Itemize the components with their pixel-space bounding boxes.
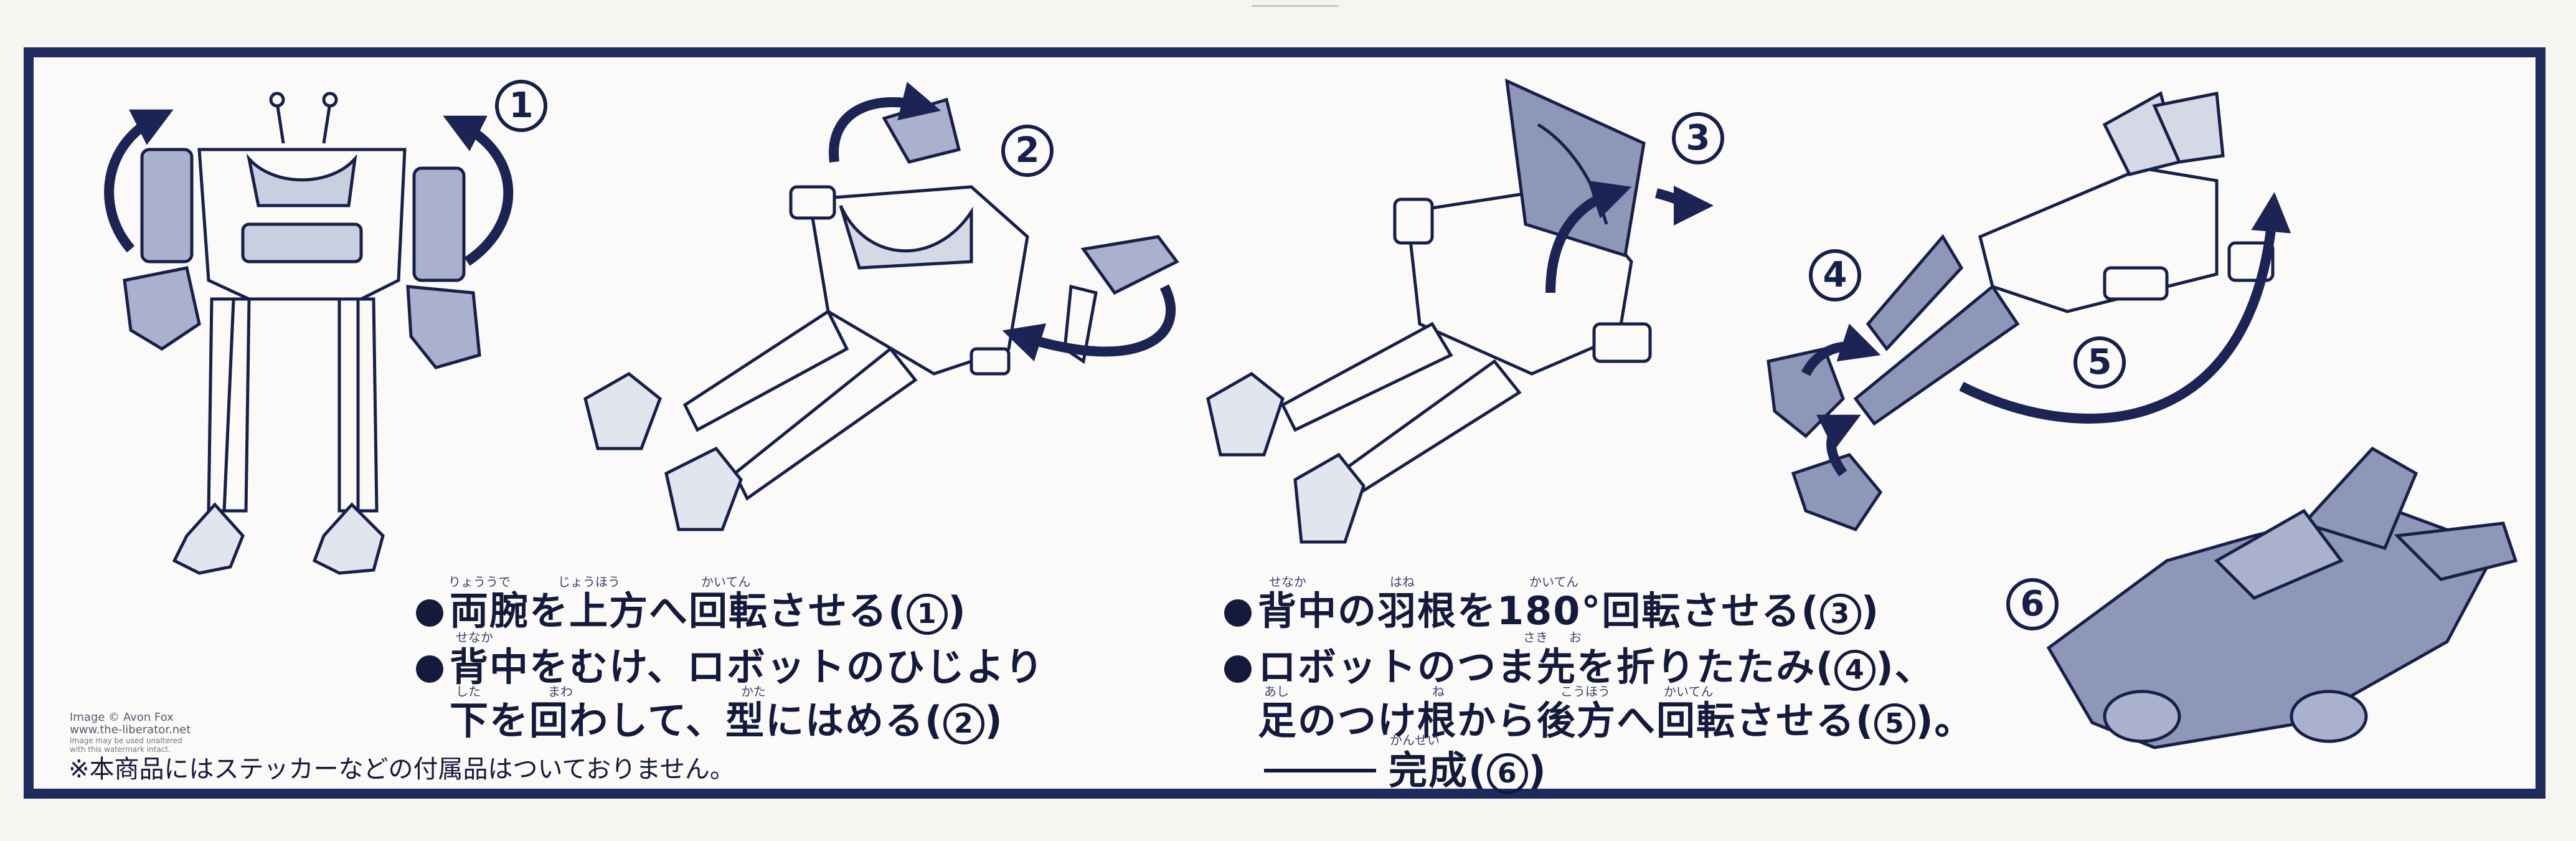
- ruby-senaka-right: せなか: [1269, 574, 1306, 589]
- ruby-kata: かた: [741, 684, 766, 699]
- step-2-marker: 2: [1001, 125, 1054, 177]
- ruby-o: お: [1569, 630, 1582, 645]
- image-credit: Image © Avon Fox www.the-liberator.net I…: [70, 711, 191, 754]
- bullet: [1224, 655, 1252, 683]
- bullet: [416, 655, 443, 683]
- step-ref: 4: [1834, 650, 1876, 691]
- rotate-wing-arrow: [1545, 180, 1714, 293]
- step-1-marker: 1: [495, 80, 547, 132]
- instruction-right-line-4: 完成(6): [1264, 739, 1547, 795]
- ruby-kaiten-right: かいてん: [1529, 574, 1579, 589]
- bullet: [1224, 599, 1252, 627]
- step-4-marker: 4: [1809, 249, 1861, 302]
- rotate-arms-arrows: [104, 109, 514, 266]
- robot-wing-rotate-figure: [1206, 78, 1652, 544]
- ruby-senaka-left: せなか: [456, 630, 493, 645]
- top-crop-mark: [1252, 0, 1339, 7]
- ruby-kaiten: かいてん: [701, 574, 751, 589]
- step-ref: 5: [1874, 703, 1916, 744]
- ruby-hane: はね: [1390, 574, 1415, 589]
- ruby-kaiten-right-2: かいてん: [1664, 684, 1714, 699]
- step-ref: 1: [907, 594, 948, 635]
- fold-arms-arrows: [829, 82, 1176, 362]
- bullet: [416, 599, 443, 627]
- ruby-mawa: まわ: [548, 684, 573, 699]
- ruby-saki: さき: [1523, 630, 1548, 645]
- completed-vehicle-figure: [2046, 446, 2518, 749]
- step-3-marker: 3: [1672, 112, 1724, 164]
- robot-back-fold-figure: [583, 97, 1179, 531]
- fold-legs-arrows: [1801, 192, 2291, 477]
- ruby-ryouude: りょううで: [448, 574, 511, 589]
- accessory-footnote: ※本商品にはステッカーなどの付属品はついておりません。: [68, 755, 735, 784]
- ruby-ne: ね: [1432, 684, 1445, 699]
- ruby-shita: した: [456, 684, 481, 699]
- instruction-right-line-2: ロボットのつま先を折りたたみ(4)、: [1224, 635, 1935, 691]
- instruction-right-line-1: 背中の羽根を180°回転させる(3): [1224, 579, 1880, 635]
- step-ref: 6: [1487, 753, 1529, 794]
- instruction-left-line-3: 下を回わして、型にはめる(2): [450, 698, 1004, 744]
- step-ref: 3: [1819, 594, 1861, 635]
- instruction-left-line-2: 背中をむけ、ロボットのひじより: [416, 635, 1045, 691]
- ruby-joushou: じょうほう: [558, 574, 620, 589]
- instruction-left-line-1: 両腕を上方へ回転させる(1): [416, 579, 967, 635]
- vehicle-fold-legs-figure: [1767, 91, 2275, 532]
- step-6-marker: 6: [2006, 578, 2059, 630]
- step-ref: 2: [943, 703, 985, 744]
- dash-line: [1264, 769, 1376, 772]
- ruby-kouhou: こうほう: [1560, 684, 1610, 699]
- robot-front-figure: [123, 92, 481, 575]
- ruby-ashi: あし: [1264, 684, 1289, 699]
- ruby-kansei: かんせい: [1390, 733, 1440, 748]
- step-5-marker: 5: [2074, 336, 2126, 389]
- instruction-right-line-3: 足のつけ根から後方へ回転させる(5)。: [1258, 698, 1974, 744]
